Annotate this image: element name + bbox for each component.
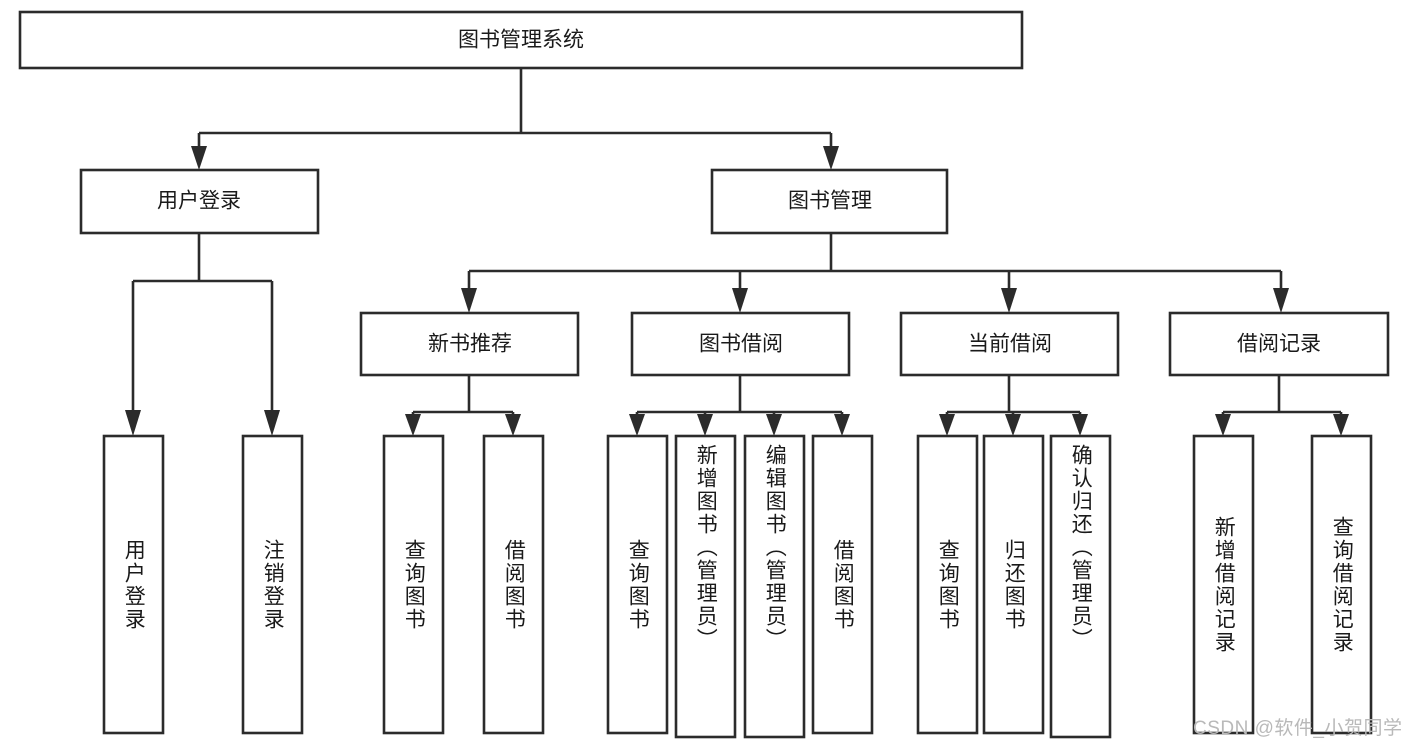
leaf-borrow-book-1[interactable]: [482, 434, 545, 735]
leaf-logout[interactable]: [241, 434, 304, 735]
node-book-borrow[interactable]: [630, 311, 851, 377]
leaf-add-book-admin[interactable]: [674, 434, 737, 739]
connector-borrowrecord-to-leaves: [1215, 375, 1349, 436]
node-borrow-record[interactable]: [1168, 311, 1390, 377]
node-new-book-rec-label: 新书推荐: [428, 333, 512, 356]
leaf-confirm-return-admin[interactable]: [1049, 434, 1112, 739]
leaf-add-record[interactable]: [1192, 434, 1255, 735]
leaf-edit-book-admin[interactable]: [743, 434, 806, 739]
node-user-login-label: 用户登录: [157, 190, 241, 213]
connector-root-to-level1: [191, 68, 839, 170]
node-root[interactable]: [18, 10, 1024, 70]
connector-currentborrow-to-leaves: [939, 375, 1088, 436]
node-new-book-rec[interactable]: [359, 311, 580, 377]
connector-bookmanage-to-level2: [461, 233, 1289, 313]
node-book-borrow-label: 图书借阅: [699, 333, 783, 356]
node-current-borrow-label: 当前借阅: [968, 333, 1052, 356]
node-book-manage-label: 图书管理: [788, 190, 872, 213]
connector-userlogin-to-leaves: [125, 233, 280, 436]
connector-bookborrow-to-leaves: [629, 375, 850, 436]
node-current-borrow[interactable]: [899, 311, 1120, 377]
leaf-query-book-1[interactable]: [382, 434, 445, 735]
leaf-return-book[interactable]: [982, 434, 1045, 735]
node-borrow-record-label: 借阅记录: [1237, 333, 1321, 356]
leaf-query-record[interactable]: [1310, 434, 1373, 735]
leaf-query-book-2[interactable]: [606, 434, 669, 735]
leaf-user-login[interactable]: [102, 434, 165, 735]
leaf-borrow-book-2[interactable]: [811, 434, 874, 735]
node-root-label: 图书管理系统: [458, 29, 584, 52]
csdn-watermark: CSDN @软件_小贺同学: [1193, 718, 1403, 739]
node-user-login[interactable]: [79, 168, 320, 235]
connector-newbook-to-leaves: [405, 375, 521, 436]
node-book-manage[interactable]: [710, 168, 949, 235]
leaf-query-book-3[interactable]: [916, 434, 979, 735]
